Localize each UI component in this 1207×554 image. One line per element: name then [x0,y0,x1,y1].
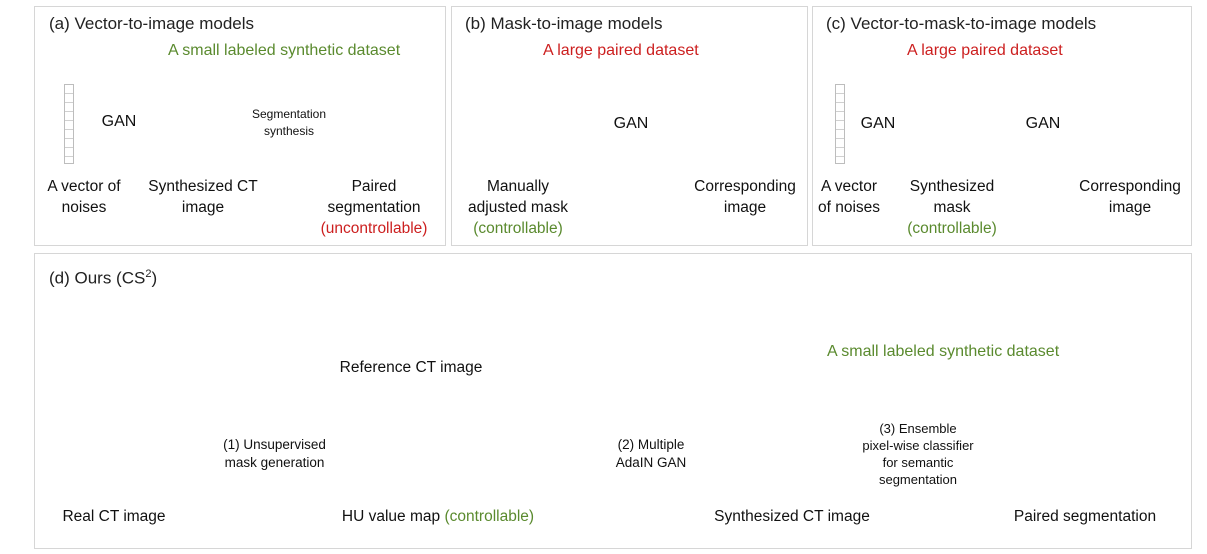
caption-vector-a: A vector of noises [47,178,121,216]
gan-b-label: GAN [613,115,649,132]
panel-b [451,6,808,246]
caption-paired-d: Paired segmentation [1013,508,1157,525]
panel-b-title: (b) Mask-to-image models [465,14,663,33]
panel-a [34,6,446,246]
segmentation-synthesis-label: Segmentation synthesis [251,107,327,138]
gan-c1-label: GAN [860,115,896,132]
caption-img-c: Corresponding image [1079,178,1181,216]
panel-c-title: (c) Vector-to-mask-to-image models [826,14,1097,33]
gan-c2-label: GAN [1025,115,1061,132]
caption-synth-a: Synthesized CT image [148,178,258,216]
caption-paired-a: Paired segmentation (uncontrollable) [320,178,428,237]
caption-mask-b: Manually adjusted mask (controllable) [468,178,568,237]
caption-mask-c: Synthesized mask (controllable) [907,178,997,237]
panel-d [34,253,1192,549]
panel-d-arrow-label: A small labeled synthetic dataset [827,343,1060,360]
panel-c [812,6,1192,246]
caption-synth-d: Synthesized CT image [714,508,870,525]
panel-a-title: (a) Vector-to-image models [49,14,255,33]
noise-vector-a [64,84,74,164]
caption-real-ct: Real CT image [62,508,166,525]
caption-reference-ct: Reference CT image [339,359,483,376]
panel-c-arrow-label: A large paired dataset [907,42,1063,59]
panel-a-arrow-label: A small labeled synthetic dataset [168,42,401,59]
caption-hu-map: HU value map (controllable) [341,508,535,525]
panel-b-arrow-label: A large paired dataset [543,42,699,59]
caption-vector-c: A vector of noises [817,178,881,216]
gan-a-label: GAN [101,113,137,130]
noise-vector-c [835,84,845,164]
panel-d-title: (d) Ours (CS2) [49,268,158,288]
caption-img-b: Corresponding image [694,178,796,216]
